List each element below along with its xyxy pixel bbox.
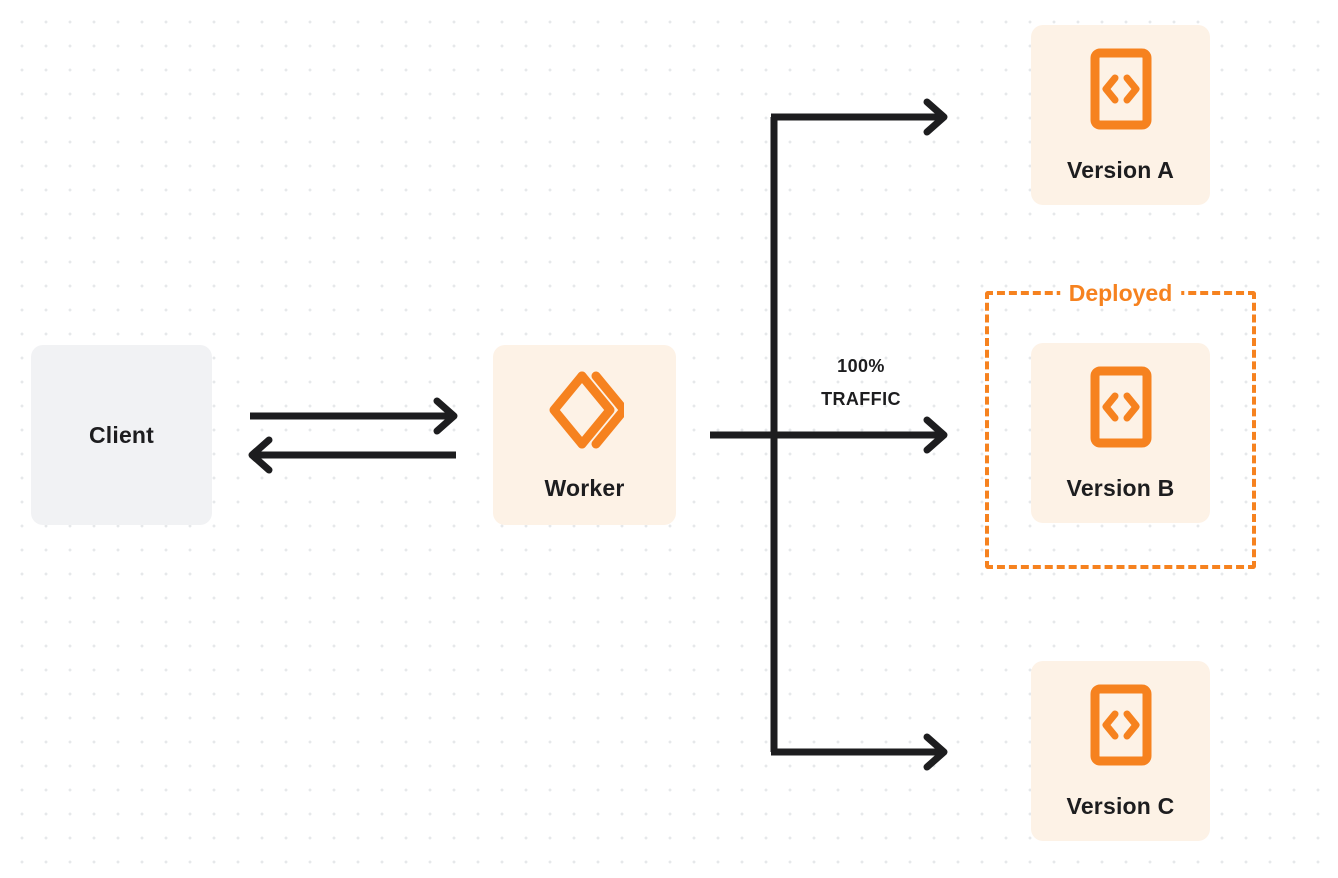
code-brackets-icon — [1090, 366, 1152, 453]
node-version-a[interactable]: Version A — [1031, 25, 1210, 205]
edge-worker-to-version-b — [710, 416, 948, 454]
edge-client-to-worker — [250, 397, 458, 435]
node-version-b-label: Version B — [1066, 475, 1175, 501]
node-version-c[interactable]: Version C — [1031, 661, 1210, 841]
node-client-label: Client — [88, 421, 155, 448]
node-version-c-label: Version C — [1066, 793, 1175, 819]
node-version-b[interactable]: Version B — [1031, 343, 1210, 523]
cloudflare-workers-logo-icon — [546, 370, 628, 455]
edge-worker-to-version-c — [771, 733, 948, 771]
edge-label-traffic: 100% TRAFFIC — [787, 350, 935, 417]
code-brackets-icon — [1090, 684, 1152, 771]
traffic-percent: 100% — [837, 356, 885, 376]
node-client[interactable]: Client — [31, 345, 212, 525]
node-worker-label: Worker — [544, 475, 625, 501]
traffic-unit: TRAFFIC — [821, 389, 901, 410]
node-worker[interactable]: Worker — [493, 345, 676, 525]
group-deployed: Deployed — [985, 280, 1256, 569]
edge-worker-to-client — [248, 436, 456, 474]
group-deployed-label: Deployed — [1059, 280, 1182, 308]
code-brackets-icon — [1090, 48, 1152, 135]
edge-worker-to-version-a — [771, 98, 948, 136]
node-version-a-label: Version A — [1066, 157, 1175, 183]
